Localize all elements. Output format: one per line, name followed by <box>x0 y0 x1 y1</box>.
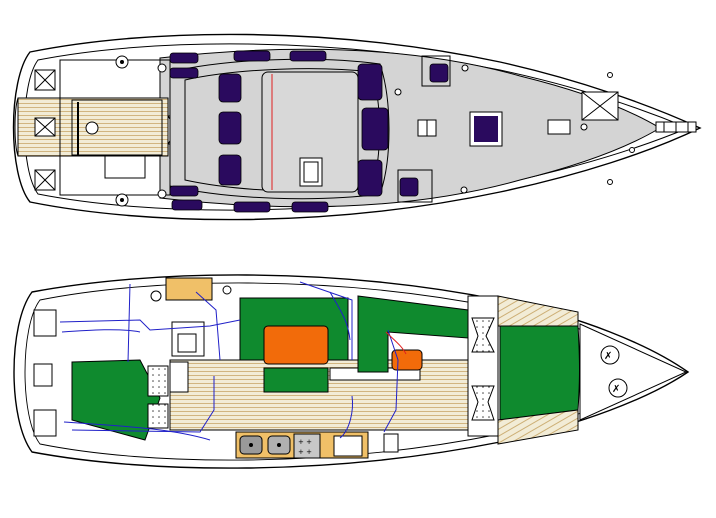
wire-run <box>127 283 131 363</box>
cleat <box>607 72 613 78</box>
v-berth-teak-bottom <box>497 409 579 445</box>
nav-dial <box>222 285 232 295</box>
svg-text:✗: ✗ <box>612 384 620 395</box>
cushion <box>429 63 449 83</box>
cushion <box>291 201 329 213</box>
cushion <box>357 159 383 197</box>
wire-run <box>383 329 399 433</box>
cushion <box>218 154 242 186</box>
cushion <box>218 73 242 103</box>
bulkhead-door-2 <box>471 385 495 421</box>
cockpit-well <box>71 99 163 156</box>
cockpit-cushions <box>169 50 449 213</box>
heads-door <box>169 361 189 393</box>
wiring-runs <box>59 281 399 441</box>
cleat <box>607 179 613 185</box>
cushion <box>171 199 203 211</box>
nav-table <box>165 277 213 301</box>
v-berth <box>499 325 580 421</box>
winch-starboard-2 <box>157 189 167 199</box>
dorade-port <box>421 55 451 87</box>
forepeak <box>579 323 688 421</box>
windlass <box>547 119 588 135</box>
aft-step <box>147 365 169 397</box>
wire-run <box>195 291 221 361</box>
cushion <box>361 107 389 151</box>
aft-step-2 <box>147 403 169 429</box>
stern-compartment <box>33 363 53 387</box>
wire-run <box>299 281 353 360</box>
bulkhead-door <box>471 317 495 353</box>
galley-fridge <box>333 435 363 457</box>
cushion <box>169 52 199 64</box>
forepeak-fitting-bottom: ✗ <box>608 378 628 398</box>
heads-basin <box>177 333 197 353</box>
v-berth-teak-top <box>497 295 579 327</box>
forepeak-fitting-top: ✗ <box>600 345 620 365</box>
cushion <box>289 50 327 62</box>
deck-plan <box>12 33 702 221</box>
deck-fitting <box>460 186 468 194</box>
cockpit-locker <box>104 155 146 179</box>
stern-box-bottom <box>34 169 56 191</box>
saloon-table <box>263 325 329 365</box>
wire-run <box>339 395 353 439</box>
wire-run <box>71 376 215 433</box>
svg-text:✗: ✗ <box>604 351 612 362</box>
main-hatch <box>299 157 323 187</box>
wire-run <box>61 329 141 333</box>
cushion <box>233 201 271 213</box>
steering-pedestal <box>85 121 99 135</box>
fwd-side-table <box>391 349 423 371</box>
transom-curve <box>14 97 19 157</box>
dorade-starboard <box>397 169 433 203</box>
cushion <box>218 111 242 145</box>
red-wire <box>385 331 407 355</box>
wire-run <box>63 421 211 441</box>
cushion <box>169 67 199 79</box>
svg-text:+ +: + + <box>298 448 312 456</box>
bow-roller <box>655 121 697 133</box>
svg-text:+ +: + + <box>298 438 312 446</box>
galley-cupboard <box>383 433 399 453</box>
stern-compartment <box>33 409 57 437</box>
wire-run <box>329 291 351 341</box>
stern-compartment <box>33 309 57 337</box>
deck-fitting <box>461 64 469 72</box>
cushion <box>357 63 383 101</box>
cleat <box>629 147 635 153</box>
stern-box-middle <box>34 117 56 137</box>
cushion <box>169 185 199 197</box>
deck-fitting <box>394 88 402 96</box>
galley-stove <box>293 433 321 459</box>
winch-port-2 <box>157 63 167 73</box>
nav-instrument <box>150 290 162 302</box>
cushion <box>399 177 419 197</box>
interior-layout: + + + + ✗ ✗ <box>13 274 690 469</box>
cushion <box>233 50 271 62</box>
wire-run <box>59 319 241 331</box>
saloon-settee-starboard <box>263 367 329 393</box>
doghouse-window <box>261 71 359 193</box>
stern-box-top <box>34 69 56 91</box>
